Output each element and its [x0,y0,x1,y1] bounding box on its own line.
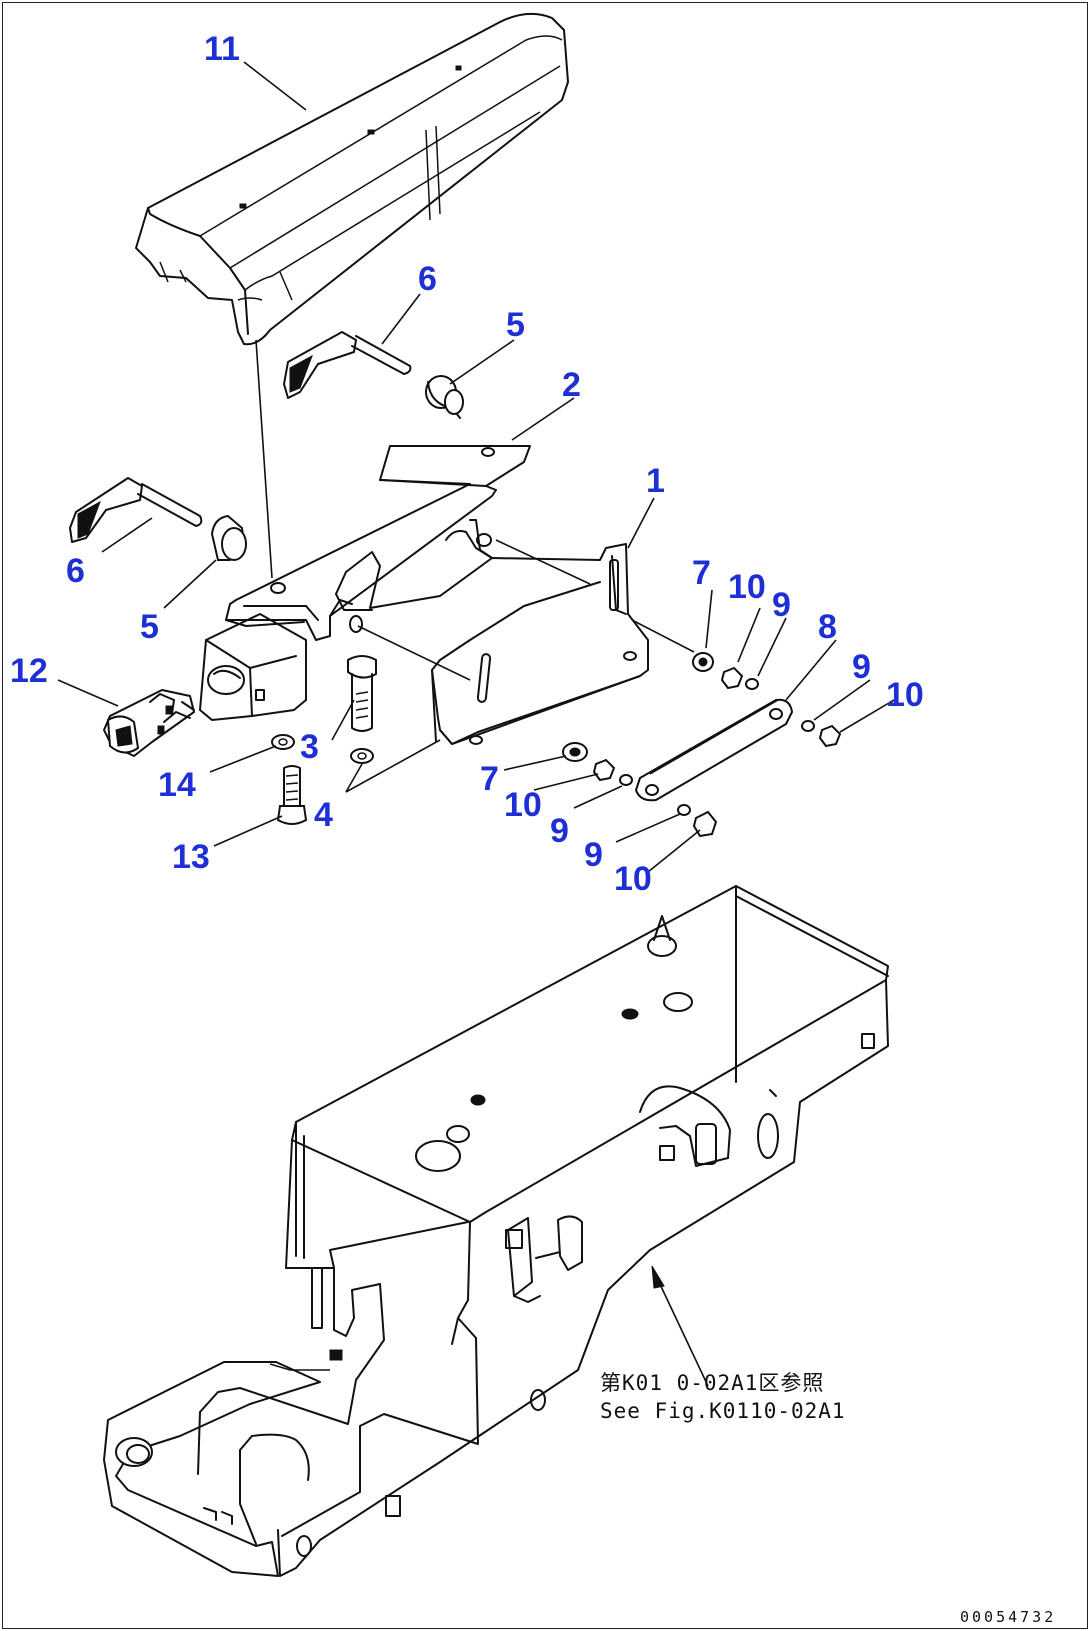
callout-1: 1 [646,462,665,500]
washer-leader-4 [345,763,363,793]
callout-7: 7 [692,554,711,592]
washer-part-4 [350,748,374,764]
callout-5-lower: 5 [140,608,159,646]
callout-6: 6 [418,260,437,298]
washer-part-9-bottom [677,804,691,816]
connector-part [103,689,195,757]
nut-part-10-lower [592,758,616,782]
spacer-upper-part [425,375,464,419]
spacer-lower-part [210,514,247,561]
callout-11: 11 [204,30,240,68]
centerline-a [495,539,591,585]
callout-9-right: 9 [852,648,871,686]
armrest-pad-part [135,12,569,346]
callout-labels: 11 6 5 2 1 6 5 7 10 9 8 9 10 12 3 14 4 7… [10,30,924,898]
upper-bracket-part [199,445,531,721]
callout-3: 3 [300,728,319,766]
callout-4: 4 [314,796,333,834]
lever-pin-upper-part [283,331,412,399]
callout-10-lower: 10 [504,786,542,824]
washer-part-9-upper [745,678,759,690]
washer-part-9-lower [619,774,633,786]
centerline-b [357,625,471,681]
nut-part-10-upper [720,666,744,690]
callout-2: 2 [562,366,581,404]
lever-pin-lower-part [69,477,203,543]
callout-8: 8 [818,608,837,646]
callout-6-lower: 6 [66,552,85,590]
callout-9: 9 [772,586,791,624]
callout-10: 10 [728,568,766,606]
washer-part-9-right [801,720,815,732]
callout-7-lower: 7 [480,760,499,798]
bolt-lower-part [276,765,308,825]
callout-5: 5 [506,306,525,344]
washer-part-7-upper [692,652,714,672]
callout-13: 13 [172,838,210,876]
nut-part-10-right [818,724,842,748]
callout-12: 12 [10,652,48,690]
reference-arrow [651,1265,709,1387]
bolt-part [347,655,377,732]
callout-10-right: 10 [886,676,924,714]
drawing-code: 00054732 [960,1608,1056,1626]
centerline-c [631,619,695,653]
pad-mount-centerline [255,339,273,579]
washer-part-7-lower [562,742,588,762]
console-frame-reference [103,885,889,1577]
callout-14: 14 [158,766,196,804]
callout-9-lower: 9 [550,812,569,850]
reference-note-en: See Fig.K0110-02A1 [600,1399,846,1423]
leader-lines [57,61,895,873]
lower-bracket-part [335,519,649,745]
callout-9-bottom: 9 [584,836,603,874]
link-part-8 [635,698,793,802]
reference-note-jp: 第K01 0-02A1区参照 [600,1371,824,1395]
washer-part-14 [271,734,295,750]
callout-10-bottom: 10 [614,860,652,898]
